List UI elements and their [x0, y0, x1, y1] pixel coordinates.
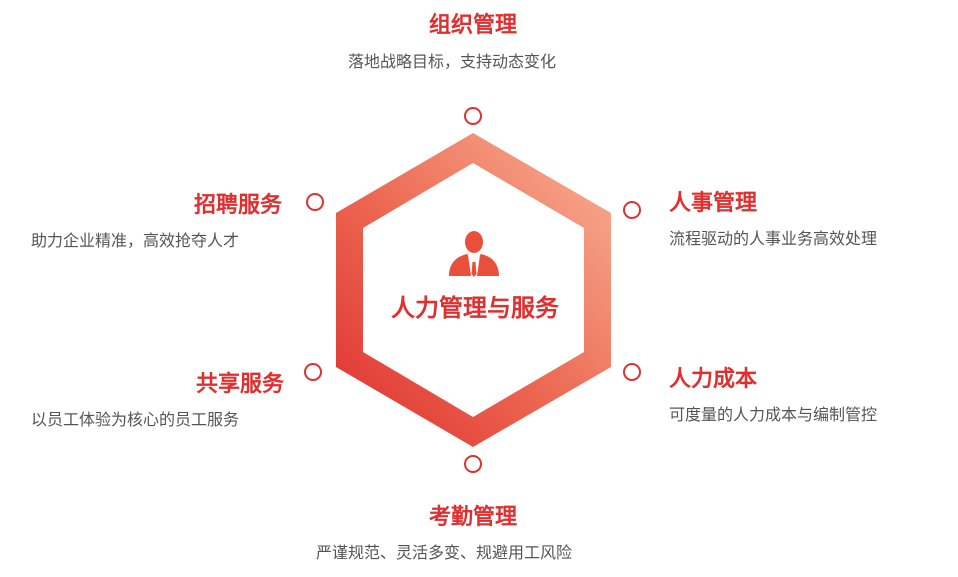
- center-title: 人力管理与服务: [391, 294, 559, 322]
- node-title-bottom: 考勤管理: [429, 505, 518, 530]
- node-title-top-right: 人事管理: [669, 191, 758, 216]
- node-title-top: 组织管理: [429, 13, 518, 38]
- node-desc-top-right: 流程驱动的人事业务高效处理: [669, 229, 878, 248]
- node-desc-bottom-left: 以员工体验为核心的员工服务: [31, 410, 240, 429]
- connector-top-left: [306, 193, 324, 211]
- person-icon: [449, 231, 499, 277]
- hexagon-ring: [336, 133, 611, 447]
- connector-top: [464, 107, 482, 125]
- connector-top-right: [623, 201, 641, 219]
- node-title-bottom-left: 共享服务: [196, 372, 285, 397]
- node-desc-bottom: 严谨规范、灵活多变、规避用工风险: [316, 543, 573, 562]
- connector-bottom-left: [304, 363, 322, 381]
- connector-bottom: [464, 455, 482, 473]
- node-desc-top: 落地战略目标，支持动态变化: [348, 52, 557, 71]
- node-title-top-left: 招聘服务: [194, 193, 283, 218]
- node-desc-top-left: 助力企业精准，高效抢夺人才: [31, 231, 240, 250]
- node-desc-bottom-right: 可度量的人力成本与编制管控: [669, 405, 878, 424]
- connector-bottom-right: [623, 363, 641, 381]
- node-title-bottom-right: 人力成本: [669, 367, 758, 392]
